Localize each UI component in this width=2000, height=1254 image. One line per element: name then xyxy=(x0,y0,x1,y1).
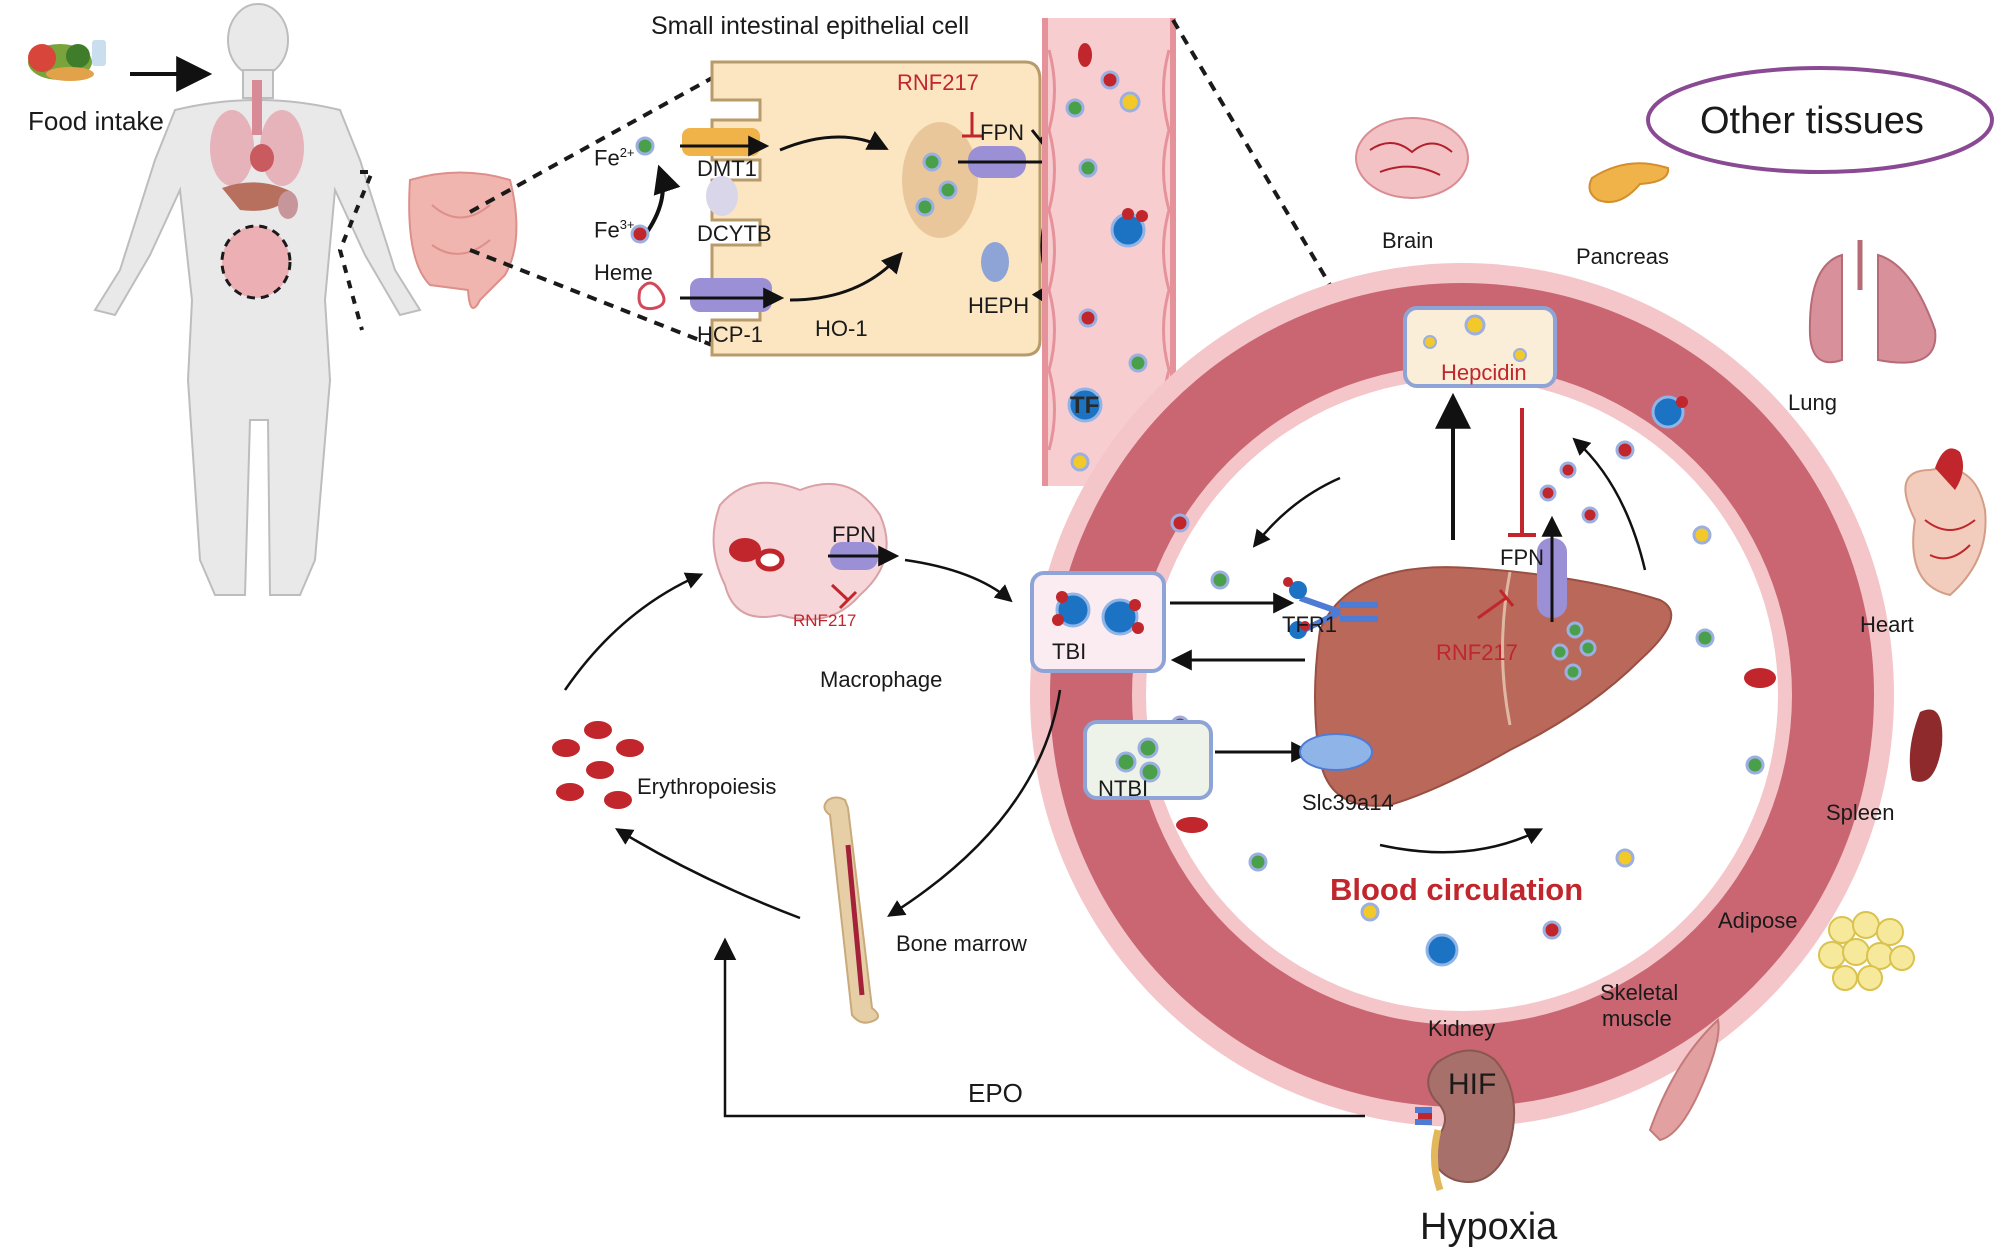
other-tissues-oval xyxy=(1646,66,1994,174)
heart-label: Heart xyxy=(1860,612,1914,637)
red-blood-cells xyxy=(552,721,644,809)
ntbi-iron-dots xyxy=(1115,737,1161,783)
ring-arrow-right xyxy=(1572,437,1647,571)
bone-icon xyxy=(823,796,879,1024)
rnf217-cell-label: RNF217 xyxy=(897,70,979,95)
heph-protein xyxy=(981,242,1009,282)
liver-ligament xyxy=(1501,571,1512,726)
food-intake-label: Food intake xyxy=(28,106,164,136)
tbi-iron-dots xyxy=(1052,591,1144,636)
spleen-label: Spleen xyxy=(1826,800,1895,825)
ntbi-label: NTBI xyxy=(1098,776,1149,801)
marrow-to-erythro-arrow xyxy=(615,828,801,920)
kidney-icon xyxy=(1415,1049,1516,1192)
tbi-to-marrow-arrow xyxy=(887,689,1062,917)
blood-circulation-label: Blood circulation xyxy=(1330,872,1584,907)
spleen-icon xyxy=(1909,709,1943,782)
erythropoiesis-label: Erythropoiesis xyxy=(637,774,777,799)
dcytb-label: DCYTB xyxy=(697,221,772,246)
hepcidin-dot xyxy=(1464,314,1486,336)
liver-fpn-label: FPN xyxy=(1500,545,1544,570)
hcp1-label: HCP-1 xyxy=(697,322,764,347)
dmt1-protein xyxy=(682,128,760,156)
fe3-label: Fe3+ xyxy=(594,217,635,243)
intestine-icon xyxy=(408,171,518,309)
hepcidin-label: Hepcidin xyxy=(1441,360,1527,385)
cell-to-pool-arrow xyxy=(779,131,889,152)
heph-label: HEPH xyxy=(968,293,1030,318)
rnf217-inhibit-cell xyxy=(962,112,982,138)
internal-organs xyxy=(210,80,304,300)
dcytb-protein xyxy=(706,176,738,216)
cell-title-label: Small intestinal epithelial cell xyxy=(651,12,970,40)
dmt1-label: DMT1 xyxy=(697,156,757,181)
fe2-label: Fe2+ xyxy=(594,145,635,171)
skeletal-muscle-icon xyxy=(1648,1018,1720,1142)
hypoxia-label: Hypoxia xyxy=(1420,1206,1558,1248)
fpn-cell-label: FPN xyxy=(980,120,1024,145)
hepcidin-dot xyxy=(1423,335,1437,349)
heme-to-pool-arrow xyxy=(789,251,903,302)
pancreas-label: Pancreas xyxy=(1576,244,1669,269)
heart-icon xyxy=(1904,448,1987,597)
hepcidin-dot xyxy=(1513,348,1527,362)
rnf217-inhibit-macrophage xyxy=(830,583,858,610)
adipose-label: Adipose xyxy=(1718,908,1798,933)
food-icon xyxy=(28,40,106,81)
skeletal-label: Skeletal xyxy=(1600,980,1679,1005)
fe3-reduction-arrow xyxy=(643,164,681,237)
hif-label: HIF xyxy=(1448,1068,1497,1101)
ntbi-box xyxy=(1083,720,1213,800)
tf-label: TF xyxy=(1070,392,1100,419)
liver-rnf217-label: RNF217 xyxy=(1436,640,1518,665)
muscle-label: muscle xyxy=(1602,1006,1672,1031)
brain-label: Brain xyxy=(1382,228,1434,253)
hepcidin-box xyxy=(1403,306,1557,388)
macrophage-to-tbi-arrow xyxy=(904,558,1013,603)
rnf217-inhibit-liver xyxy=(1477,589,1515,620)
macrophage-label: Macrophage xyxy=(820,667,943,692)
slc39a14-transporter xyxy=(1299,733,1373,771)
hcp1-protein xyxy=(690,278,772,312)
erythro-to-macrophage-arrow xyxy=(563,572,704,691)
slc39a14-label: Slc39a14 xyxy=(1302,790,1394,815)
ho1-label: HO-1 xyxy=(815,316,868,341)
adipose-icon xyxy=(1818,911,1915,991)
brain-icon xyxy=(1355,117,1469,199)
macrophage-rbc xyxy=(755,548,785,572)
other-tissues-label: Other tissues xyxy=(1700,100,1924,142)
iron-dots-cell xyxy=(630,136,958,311)
zoom-line-body xyxy=(337,170,375,331)
tbi-label: TBI xyxy=(1052,639,1087,664)
tfr1-label: TFR1 xyxy=(1282,612,1337,637)
macrophage-rnf217-label: RNF217 xyxy=(793,611,857,630)
lung-icon xyxy=(1808,240,1937,364)
ring-arrow-bottom xyxy=(1379,828,1544,854)
hepcidin-inhibit-fpn xyxy=(1508,408,1536,537)
heme-label: Heme xyxy=(594,260,653,285)
ring-iron-dots xyxy=(1170,395,1776,967)
kidney-label: Kidney xyxy=(1428,1016,1496,1041)
ring-arrow-left xyxy=(1252,476,1341,548)
liver-iron-dots xyxy=(1539,461,1599,681)
lung-label: Lung xyxy=(1788,390,1837,415)
zoom-line-vessel-top xyxy=(1171,18,1332,287)
zoom-line-bottom xyxy=(469,248,713,347)
pancreas-icon xyxy=(1588,162,1670,203)
macrophage-cell xyxy=(712,481,888,621)
zoom-line-top xyxy=(469,76,713,214)
macrophage-rbc xyxy=(729,538,761,562)
epo-label: EPO xyxy=(968,1078,1023,1108)
macrophage-fpn-label: FPN xyxy=(832,522,876,547)
bone-marrow-label: Bone marrow xyxy=(896,931,1027,956)
epo-arrow xyxy=(713,937,1365,1118)
